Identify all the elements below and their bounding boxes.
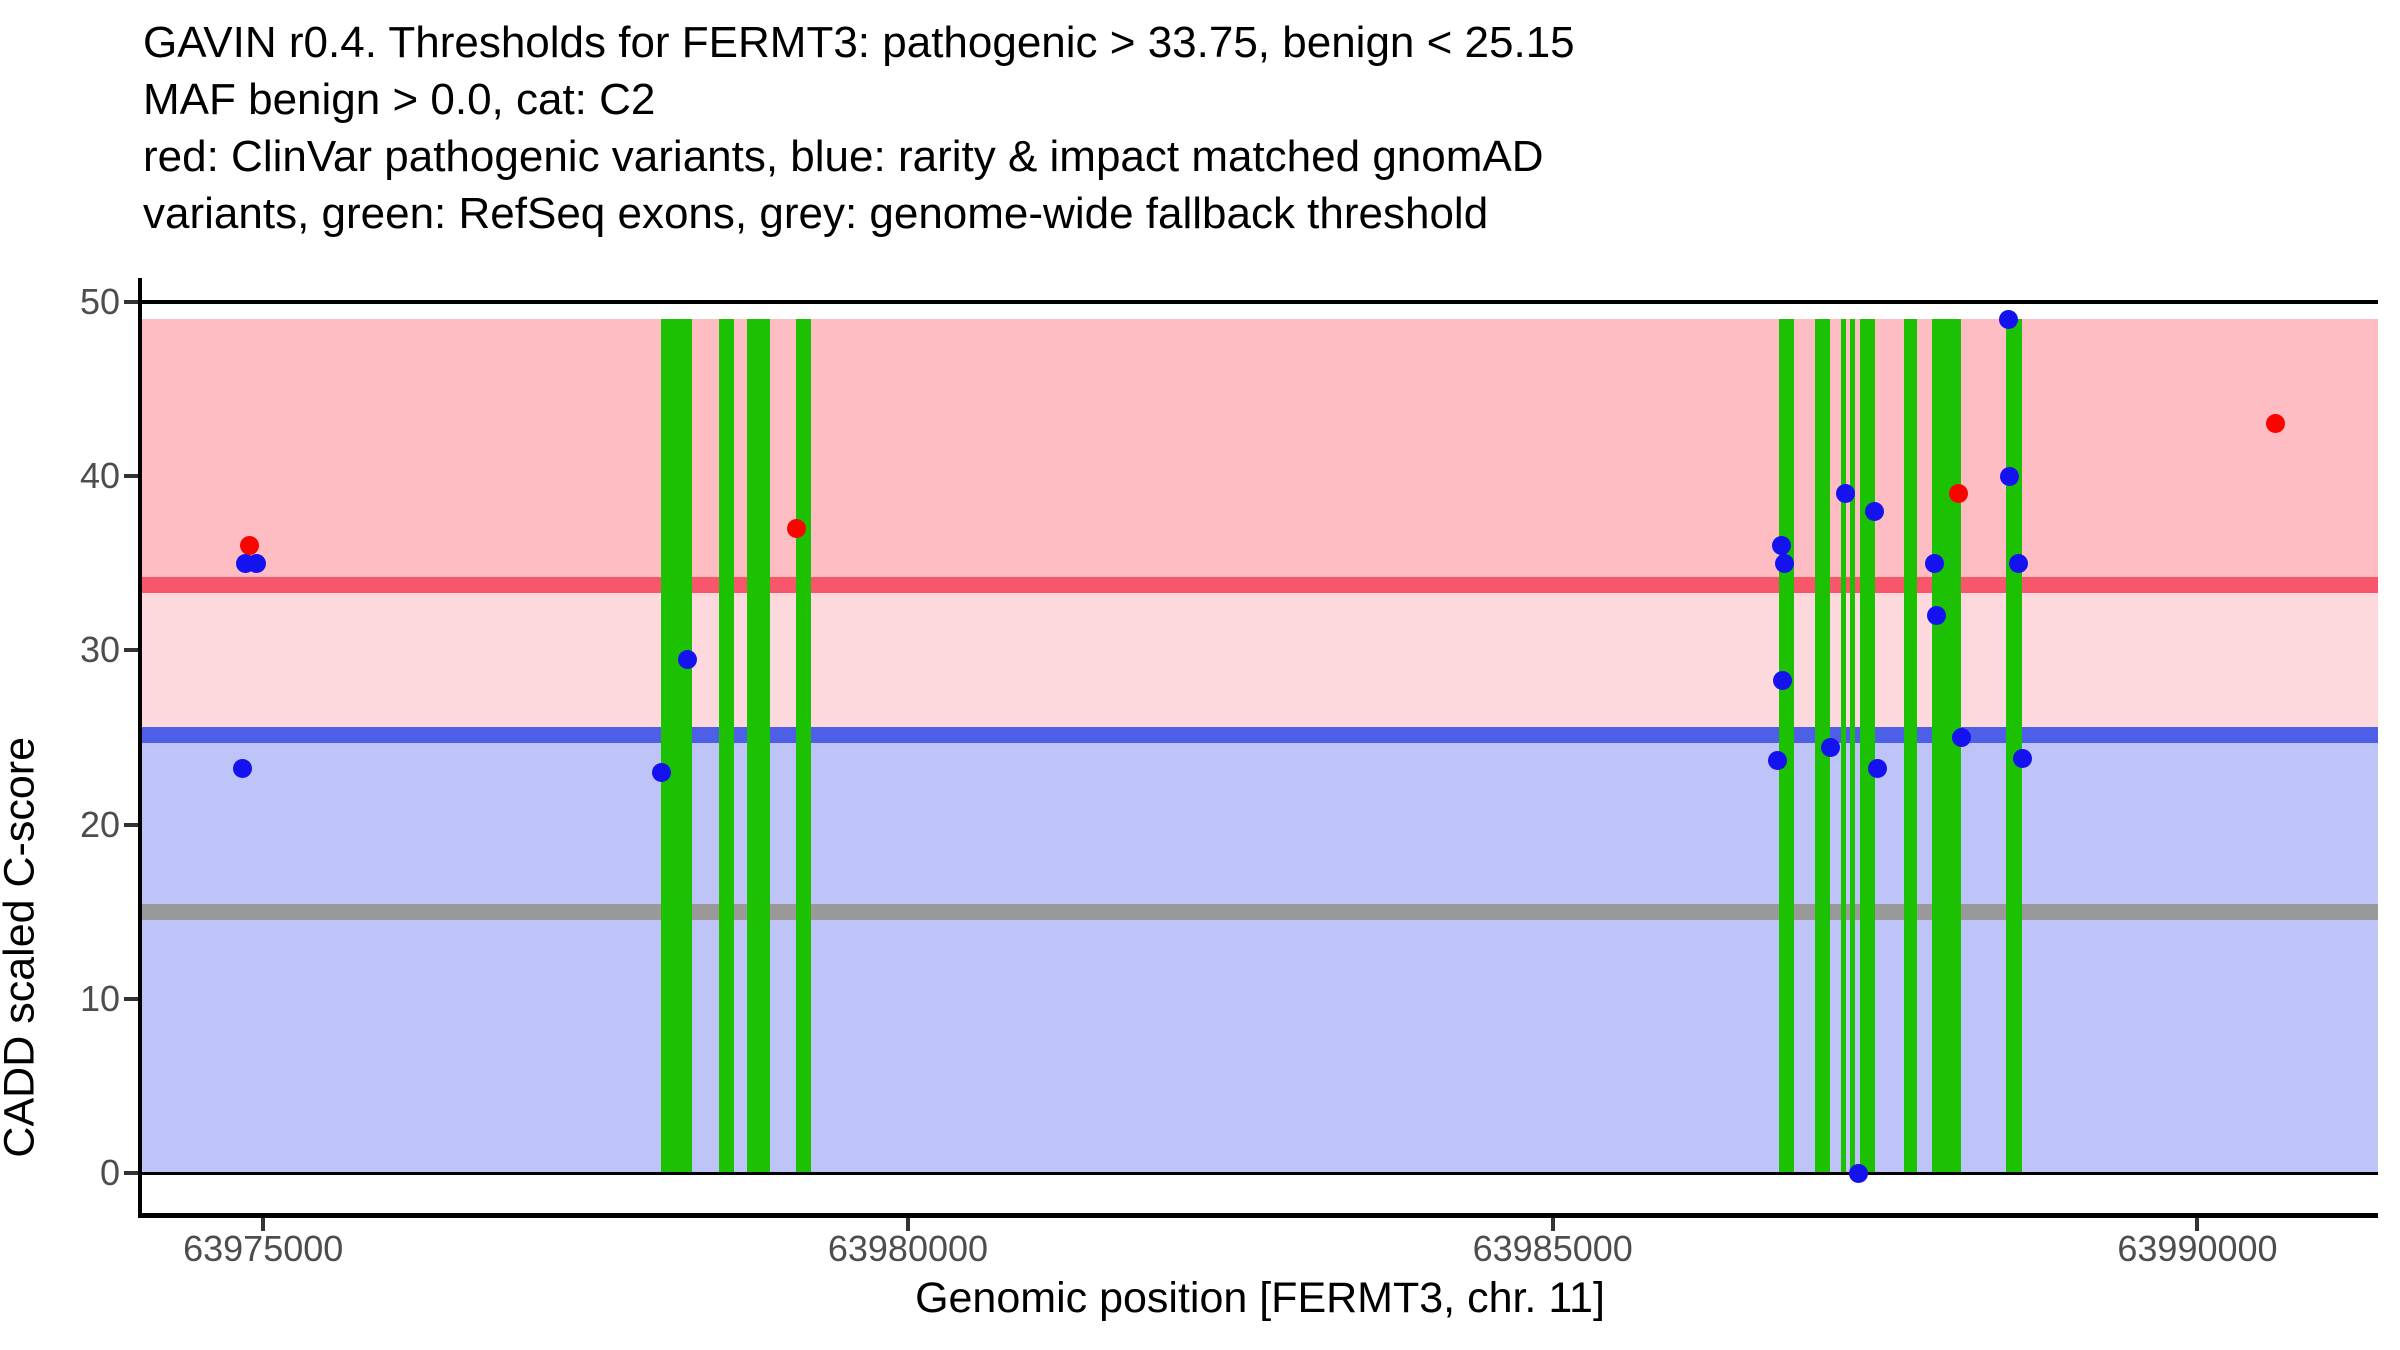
y-tick-mark [124,1171,138,1175]
gnomad-variant-point [1772,536,1792,556]
y-axis-title-text: CADD scaled C-score [0,737,43,1158]
gnomad-variant-point [1952,728,1972,747]
refseq-exon-bar [719,319,734,1173]
refseq-exon-bar [1931,319,1961,1173]
score-band-pathogenic-zone [142,319,2378,586]
x-tick-label: 63985000 [1472,1228,1633,1269]
refseq-exon-bar [2006,319,2023,1173]
y-tick-label: 30 [79,629,120,671]
gnomad-variant-point [1773,670,1793,690]
y-tick-label: 50 [79,281,120,322]
plot-panel [142,278,2378,1213]
x-tick-label: 63990000 [2117,1228,2278,1269]
clinvar-pathogenic-variant-point [786,518,806,538]
x-tick-mark [1550,1218,1555,1231]
x-tick-mark [905,1218,910,1231]
plot-title-line-4: variants, green: RefSeq exons, grey: gen… [143,189,1489,238]
x-tick-label: 63980000 [827,1228,989,1269]
y-tick-mark [124,474,138,479]
y-tick-label: 20 [79,803,120,845]
refseq-exon-bar [1903,319,1917,1173]
y-axis-line [138,278,142,1218]
y-tick-mark [124,996,138,1001]
refseq-exon-bar [1840,319,1846,1173]
y-tick-label: 0 [99,1152,120,1193]
plot-title-line-2: MAF benign > 0.0, cat: C2 [143,75,656,124]
gnomad-variant-point [1849,1163,1869,1183]
frame-line-50 [142,300,2378,304]
gnomad-variant-point [2012,748,2032,768]
refseq-exon-bar [1849,319,1855,1173]
gnomad-variant-point [2008,553,2028,573]
plot-title: GAVIN r0.4. Thresholds for FERMT3: patho… [143,14,1575,242]
gnomad-variant-point [1868,759,1888,779]
gnomad-variant-point [1865,501,1885,521]
refseq-exon-bar [661,319,693,1173]
pathogenic-threshold-line [142,577,2378,594]
x-axis-title: Genomic position [FERMT3, chr. 11] [915,1274,1605,1322]
score-band-benign-zone [142,734,2378,1173]
frame-line-0 [142,1171,2378,1175]
gnomad-variant-point [246,553,266,573]
refseq-exon-bar [796,319,811,1173]
gnomad-variant-point [1821,738,1841,758]
gnomad-variant-point [1775,553,1795,573]
genome-wide-fallback-threshold-line [142,903,2378,920]
plot-title-line-1: GAVIN r0.4. Thresholds for FERMT3: patho… [143,18,1575,67]
benign-threshold-line [142,726,2378,743]
y-tick-mark [124,822,138,827]
gnomad-variant-point [651,762,671,782]
x-tick-mark [261,1218,266,1231]
y-tick-mark [124,648,138,653]
gnomad-variant-point [232,759,252,779]
x-tick-label: 63975000 [183,1228,344,1269]
x-tick-mark [2195,1218,2200,1231]
gnomad-variant-point [1999,309,2019,329]
plot-title-line-3: red: ClinVar pathogenic variants, blue: … [143,132,1544,181]
gnomad-variant-point [2000,466,2020,486]
clinvar-pathogenic-variant-point [1949,484,1969,504]
gnomad-variant-point [677,649,697,669]
refseq-exon-bar [1859,319,1875,1173]
gnomad-variant-point [1836,484,1856,504]
refseq-exon-bar [1778,319,1794,1173]
clinvar-pathogenic-variant-point [239,536,259,556]
gnomad-variant-point [1927,606,1947,626]
score-band-intermediate-zone [142,585,2378,735]
clinvar-pathogenic-variant-point [2265,414,2285,434]
y-tick-label: 10 [79,977,120,1019]
y-tick-mark [124,300,138,304]
refseq-exon-bar [747,319,770,1173]
gnomad-variant-point [1768,750,1788,770]
y-tick-label: 40 [79,455,120,497]
x-axis-line [138,1213,2378,1218]
gnomad-variant-point [1925,553,1945,573]
